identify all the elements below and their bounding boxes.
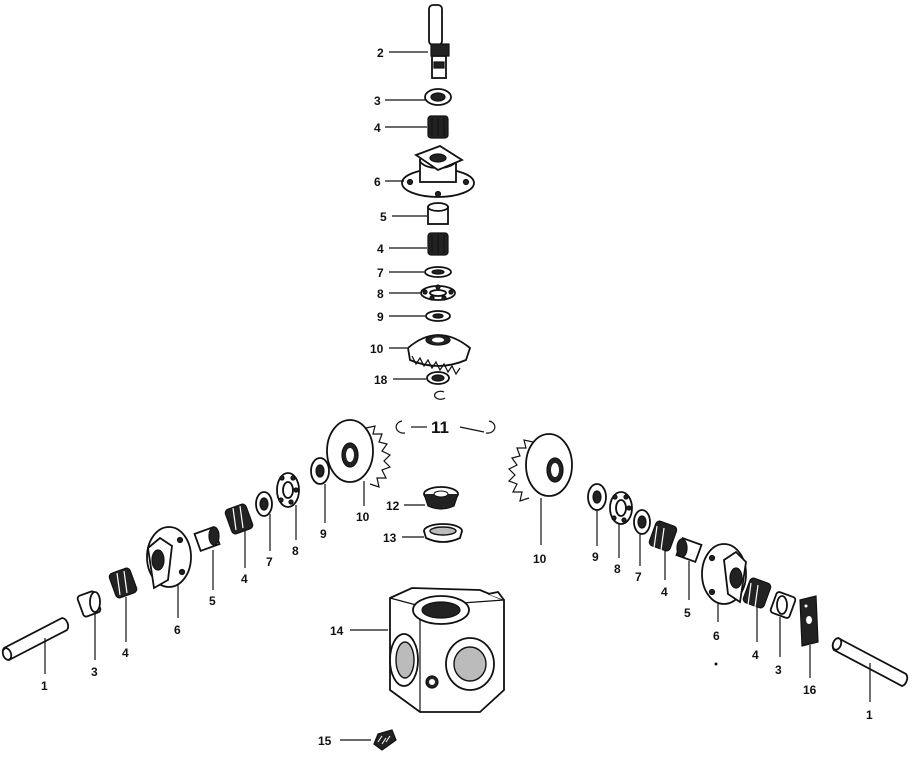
callout-2: 2: [377, 46, 384, 60]
callout-4-left-2: 4: [122, 646, 129, 660]
left-shaft-part-1: [1, 617, 69, 661]
callout-4-top-2: 4: [377, 242, 384, 256]
right-washer-part-9: [587, 483, 607, 511]
left-needle-bearing-part-4b: [108, 567, 138, 599]
right-bushing-part-5: [675, 536, 703, 564]
top-spacer-part-18: [426, 371, 450, 400]
right-bevel-gear-part-10: [507, 433, 573, 502]
callout-9-top: 9: [377, 310, 384, 324]
top-needle-bearing-part-4b: [427, 232, 449, 256]
top-housing-cap-part-6: [401, 144, 475, 198]
left-thrust-washer-part-7: [255, 491, 273, 517]
top-bevel-gear-part-10: [407, 334, 472, 376]
callout-5-left: 5: [209, 594, 216, 608]
right-needle-bearing-part-4b: [742, 577, 772, 609]
callout-8-right: 8: [614, 562, 621, 576]
top-shaft-part-2: [428, 4, 450, 79]
callout-15: 15: [318, 734, 332, 748]
left-bushing-part-5: [193, 525, 221, 553]
top-bushing-part-5: [427, 202, 449, 225]
top-bearing-cup-part-3: [424, 88, 452, 106]
breather-plug-part-15: [373, 729, 397, 751]
left-bearing-cup-part-3: [76, 590, 102, 618]
gearbox-housing-part-14: [389, 587, 505, 713]
callout-3-top: 3: [374, 94, 381, 108]
callout-4-right-1: 4: [661, 585, 668, 599]
callout-3-left: 3: [91, 665, 98, 679]
callout-9-right: 9: [592, 550, 599, 564]
callout-13: 13: [383, 531, 397, 545]
callout-7-left: 7: [266, 555, 273, 569]
callout-7-right: 7: [635, 570, 642, 584]
callout-6-left: 6: [174, 623, 181, 637]
callout-6-top: 6: [374, 175, 381, 189]
callout-1-left: 1: [41, 679, 48, 693]
callout-6-right: 6: [713, 629, 720, 643]
callout-4-left-1: 4: [241, 572, 248, 586]
right-shaft-part-1: [831, 637, 909, 687]
callout-11: 11: [431, 418, 449, 437]
callout-4-right-2: 4: [752, 648, 759, 662]
right-housing-cap-part-6: [701, 543, 747, 605]
center-bearing-cone-part-12: [423, 486, 459, 510]
callout-3-right: 3: [775, 663, 782, 677]
right-needle-bearing-part-4: [648, 520, 678, 552]
callout-16: 16: [803, 683, 817, 697]
center-bearing-cup-part-13: [423, 523, 463, 543]
callout-8-left: 8: [292, 544, 299, 558]
right-plate-part-16: [799, 595, 819, 647]
callout-12: 12: [386, 499, 400, 513]
top-thrust-washer-part-7: [424, 266, 452, 278]
callout-14: 14: [330, 624, 344, 638]
right-thrust-washer-part-7: [633, 509, 651, 535]
right-bearing-cup-part-3: [769, 591, 797, 619]
callout-1-right: 1: [866, 708, 873, 722]
left-washer-part-9: [310, 457, 330, 485]
callout-10-top: 10: [370, 342, 384, 356]
callout-5-top: 5: [380, 210, 387, 224]
callout-5-right: 5: [684, 606, 691, 620]
left-thrust-bearing-part-8: [276, 472, 300, 508]
left-bevel-gear-part-10: [326, 419, 392, 488]
callout-4-top-1: 4: [374, 121, 381, 135]
callout-18: 18: [374, 373, 388, 387]
callout-10-right: 10: [533, 552, 547, 566]
right-thrust-bearing-part-8: [609, 491, 633, 525]
callout-10-left: 10: [356, 510, 370, 524]
callout-7-top: 7: [377, 266, 384, 280]
callout-8-top: 8: [377, 287, 384, 301]
left-needle-bearing-part-4: [224, 503, 254, 535]
top-needle-bearing-part-4: [427, 115, 449, 139]
top-washer-part-9: [425, 310, 451, 322]
retaining-rings-part-11: [395, 420, 496, 434]
callout-9-left: 9: [320, 527, 327, 541]
top-thrust-bearing-part-8: [420, 284, 456, 301]
left-housing-cap-part-6: [146, 526, 192, 590]
